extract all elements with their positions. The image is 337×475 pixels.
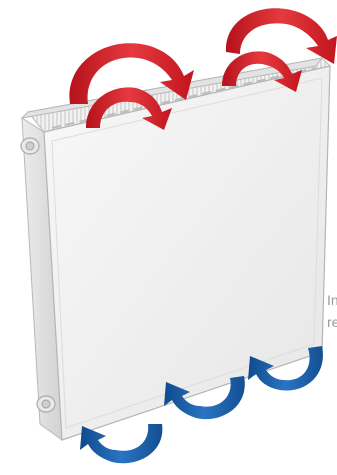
pipe-connector-bottom (37, 396, 55, 412)
pipe-connector-top (21, 138, 39, 154)
cropped-caption-line-2: re (327, 313, 337, 331)
cropped-caption-line-1: In (327, 291, 337, 309)
